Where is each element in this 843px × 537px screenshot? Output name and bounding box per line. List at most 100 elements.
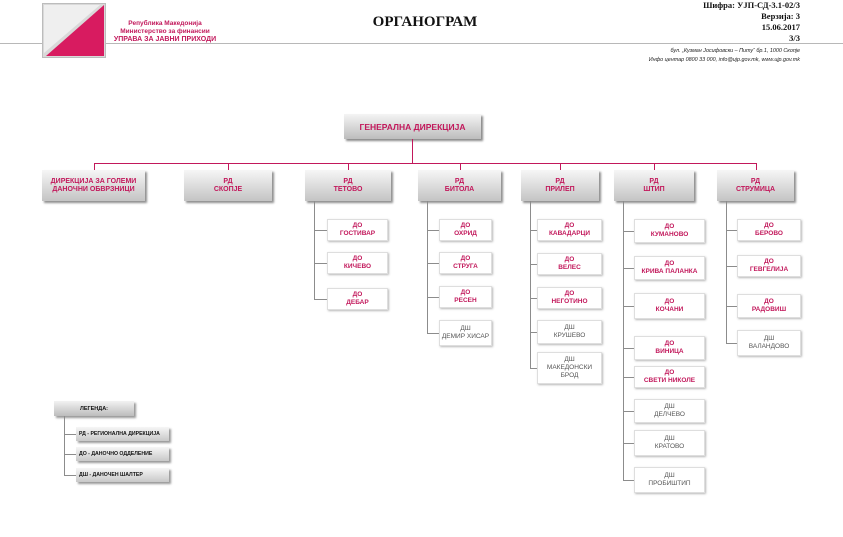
connector-root — [412, 139, 413, 163]
unit-line-3: БРОД — [560, 372, 579, 379]
unit-line-1: ДО — [664, 369, 675, 376]
unit-line-2: ГОСТИВАР — [339, 230, 376, 237]
unit-line-1: ДО — [764, 258, 774, 265]
unit-connector — [314, 299, 327, 300]
unit-line-1: ДШ — [564, 324, 575, 331]
connector-directorate-4 — [560, 163, 561, 170]
org-name: УПРАВА ЗА ЈАВНИ ПРИХОДИ — [113, 36, 217, 43]
unit-line-2: СВЕТИ НИКОЛЕ — [643, 377, 696, 384]
unit-line-2: БЕРОВО — [755, 230, 783, 237]
unit-line-1: ДШ — [664, 472, 675, 479]
general-directorate-box: ГЕНЕРАЛНА ДИРЕКЦИЈА — [344, 114, 481, 139]
document-version: Верзија: 3 — [761, 11, 800, 21]
connector-directorate-2 — [348, 163, 349, 170]
directorate-line-1: РД — [454, 177, 465, 185]
unit-line-1: ДО — [664, 340, 675, 347]
contact-text: Инфо центар 0800 33 000, info@ujp.gov.mk… — [648, 57, 800, 63]
directorate-line-1: РД — [649, 177, 659, 185]
unit-connector — [623, 480, 634, 481]
unit-connector — [427, 230, 439, 231]
legend-item-label: ДШ - ДАНОЧЕН ШАЛТЕР — [79, 472, 143, 478]
directorate-line-2: БИТОЛА — [444, 185, 475, 193]
unit-line-1: ДШ — [664, 435, 675, 442]
unit-line-1: ДО — [664, 298, 675, 305]
org-ministry: Министерство за финансии — [120, 28, 210, 35]
unit-line-2: ГЕВГЕЛИЈА — [749, 266, 789, 273]
unit-connector — [530, 368, 537, 369]
unit-connector — [726, 306, 737, 307]
unit-line-1: ДО — [460, 255, 471, 262]
unit-connector — [623, 268, 634, 269]
ujp-logo-icon — [42, 3, 106, 58]
legend-title: ЛЕГЕНДА: — [79, 405, 108, 412]
document-date: 15.06.2017 — [761, 22, 800, 32]
document-code: Шифра: УЈП-СД-3.1-02/3 — [703, 0, 800, 10]
unit-connector — [623, 231, 634, 232]
unit-line-1: ДО — [764, 222, 774, 229]
directorate-line-2: ТЕТОВО — [333, 185, 363, 193]
unit-line-2: РЕСЕН — [454, 297, 477, 304]
unit-connector — [623, 443, 634, 444]
legend-item-label: ДО - ДАНОЧНО ОДДЕЛЕНИЕ — [79, 451, 153, 457]
connector-directorate-6 — [756, 163, 757, 170]
connector-directorate-1 — [228, 163, 229, 170]
unit-connector — [623, 411, 634, 412]
unit-line-2: НЕГОТИНО — [551, 298, 588, 305]
directorate-line-1: РД — [750, 177, 761, 185]
unit-connector — [623, 306, 634, 307]
unit-connector — [530, 264, 537, 265]
unit-line-2: КРАТОВО — [654, 443, 685, 450]
unit-line-1: ДО — [460, 222, 471, 229]
legend-connector — [64, 434, 76, 435]
unit-line-1: ДО — [564, 256, 575, 263]
unit-connector — [726, 343, 737, 344]
legend-item-label: РД - РЕГИОНАЛНА ДИРЕКЦИЈА — [79, 431, 160, 437]
unit-line-1: ДО — [664, 260, 675, 267]
connector-directorate-3 — [460, 163, 461, 170]
unit-connector — [314, 230, 327, 231]
unit-connector — [726, 266, 737, 267]
unit-line-2: ОХРИД — [454, 230, 477, 237]
unit-line-2: ПРОБИШТИП — [648, 480, 691, 487]
legend-item: РД - РЕГИОНАЛНА ДИРЕКЦИЈА — [76, 427, 169, 441]
directorate-line-1: ДИРЕКЦИЈА ЗА ГОЛЕМИ — [50, 177, 137, 185]
unit-connector — [726, 230, 737, 231]
unit-connector — [314, 263, 327, 264]
directorate-line-1: РД — [223, 177, 233, 185]
general-directorate-label: ГЕНЕРАЛНА ДИРЕКЦИЈА — [359, 121, 466, 132]
directorate-line-2: ПРИЛЕП — [545, 185, 575, 193]
unit-line-1: ДО — [352, 255, 363, 262]
unit-line-1: ДО — [460, 289, 471, 296]
unit-connector — [427, 333, 439, 334]
unit-line-1: ДШ — [460, 325, 471, 332]
connector-bus — [94, 163, 756, 164]
unit-line-1: ДО — [664, 223, 675, 230]
document-page: 3/3 — [789, 33, 800, 43]
unit-line-2: ДЕМИР ХИСАР — [441, 333, 490, 340]
